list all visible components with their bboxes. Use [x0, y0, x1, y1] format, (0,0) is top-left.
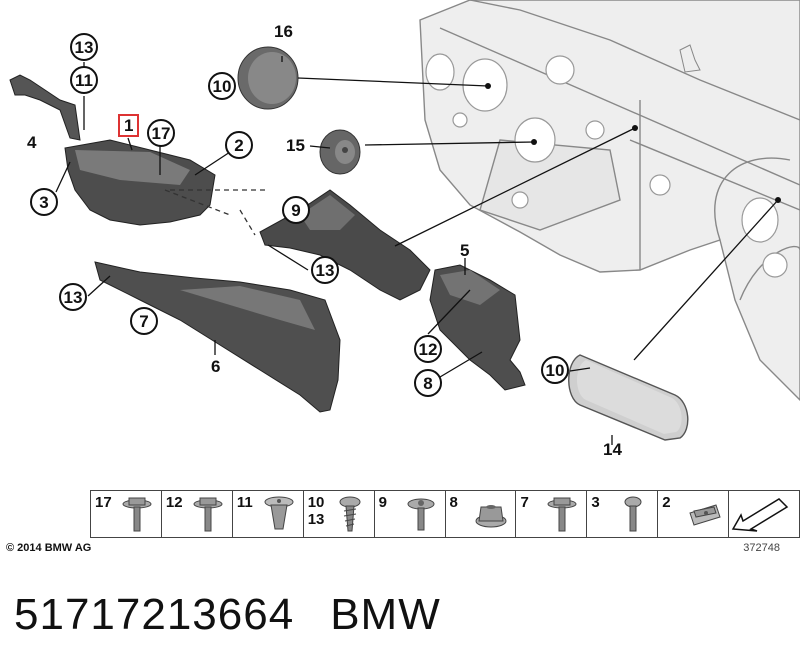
bracket-4 [9, 74, 81, 141]
grommet-16 [237, 46, 299, 110]
callout-6: 6 [211, 357, 221, 376]
callout-9: 9 [282, 196, 310, 224]
part-6-top-face [180, 286, 315, 330]
fastener-legend: 17 12 11 10 13 9 8 7 3 2 [90, 490, 800, 538]
leader-dots [485, 83, 781, 203]
bracket-top [679, 44, 701, 73]
callout-8: 8 [414, 369, 442, 397]
part-caption: 51717213664 BMW [14, 590, 441, 640]
legend-label: 17 [95, 494, 112, 511]
callout-12: 12 [414, 335, 442, 363]
bulkhead-structure [419, 0, 800, 401]
callout-13-top: 13 [70, 33, 98, 61]
legend-label: 8 [449, 494, 458, 511]
callout-7: 7 [130, 307, 158, 335]
callout-5: 5 [460, 241, 470, 260]
part-number: 51717213664 [14, 590, 295, 639]
legend-cell-12: 12 [162, 491, 233, 537]
legend-cell-17: 17 [91, 491, 162, 537]
legend-cell-9: 9 [375, 491, 446, 537]
part-6-panel [94, 261, 341, 413]
part-1-top-face [75, 150, 190, 185]
legend-label: 3 [591, 494, 600, 511]
legend-cell-7: 7 [516, 491, 588, 537]
callout-13-mid: 13 [311, 256, 339, 284]
callout-3: 3 [30, 188, 58, 216]
callout-16: 16 [274, 22, 293, 41]
copyright-text: © 2014 BMW AG [6, 542, 92, 554]
callout-13-left: 13 [59, 283, 87, 311]
callout-4: 4 [27, 133, 37, 152]
part-5-top-face [440, 270, 500, 305]
callout-11: 11 [70, 66, 98, 94]
callout-1: 1 [118, 114, 140, 137]
legend-cell-2: 2 [658, 491, 730, 537]
brand-name: BMW [330, 590, 441, 639]
cover-plate-14 [568, 354, 689, 441]
grommet-15 [319, 129, 361, 175]
legend-cell-11: 11 [233, 491, 304, 537]
legend-cell-10-13: 10 13 [304, 491, 375, 537]
legend-label: 7 [520, 494, 529, 511]
callout-10-top: 10 [208, 72, 236, 100]
legend-label: 2 [662, 494, 671, 511]
callout-2: 2 [225, 131, 253, 159]
legend-label: 9 [378, 494, 387, 511]
legend-label: 12 [165, 494, 183, 511]
legend-label: 10 13 [307, 494, 325, 528]
legend-cell-3: 3 [587, 491, 659, 537]
legend-cell-8: 8 [446, 491, 517, 537]
leader-lines [55, 56, 779, 445]
exploded-parts-diagram: 13 11 4 1 17 2 3 16 10 15 9 13 13 7 6 5 … [9, 0, 800, 459]
callout-14: 14 [603, 440, 622, 459]
image-number: 372748 [743, 542, 780, 554]
diagram-artwork [9, 0, 800, 445]
legend-label: 11 [236, 494, 253, 511]
callout-15: 15 [286, 136, 305, 155]
legend-cell-arrow [729, 491, 799, 537]
part-9-top-face [300, 195, 355, 230]
callout-17: 17 [147, 119, 175, 147]
callout-10-right: 10 [541, 356, 569, 384]
dashed-fitting-lines [164, 189, 265, 236]
